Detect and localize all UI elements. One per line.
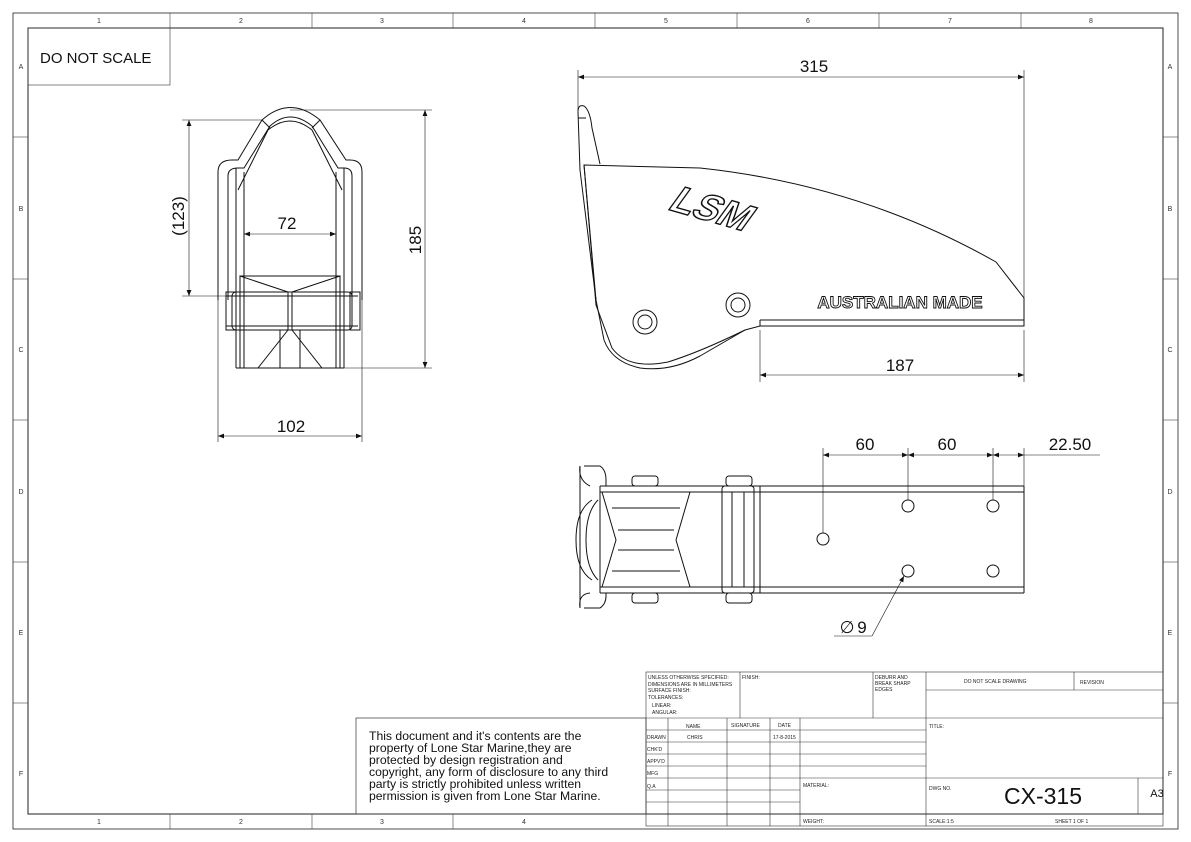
do-not-scale-stamp: DO NOT SCALE bbox=[27, 27, 171, 86]
front-view-dim-labels: 185 (123) 72 102 bbox=[169, 196, 425, 436]
svg-text:DEBURR AND: DEBURR AND bbox=[875, 675, 908, 681]
col-label: 7 bbox=[948, 18, 952, 25]
svg-text:REVISION: REVISION bbox=[1080, 680, 1104, 686]
svg-text:protected by design registrati: protected by design registration and bbox=[369, 753, 563, 767]
svg-text:17-8-2015: 17-8-2015 bbox=[773, 735, 796, 741]
dim-length: 315 bbox=[800, 57, 828, 76]
dim-spacing-1: 60 bbox=[856, 435, 875, 454]
dim-overall-height: 185 bbox=[406, 226, 425, 254]
col-label: 5 bbox=[664, 18, 668, 25]
svg-text:DRAWN: DRAWN bbox=[647, 735, 666, 741]
svg-text:DATE: DATE bbox=[778, 723, 792, 729]
dim-hole-dia: 9 bbox=[857, 618, 866, 637]
svg-text:UNLESS OTHERWISE SPECIFIED:: UNLESS OTHERWISE SPECIFIED: bbox=[648, 675, 729, 681]
sheet-border bbox=[12, 12, 1179, 830]
svg-text:permission is given from Lone: permission is given from Lone Star Marin… bbox=[369, 789, 601, 803]
lsm-logo: LSM bbox=[660, 179, 765, 239]
svg-text:DO NOT SCALE DRAWING: DO NOT SCALE DRAWING bbox=[964, 679, 1027, 685]
dim-ref-height: (123) bbox=[169, 196, 188, 236]
svg-text:LSM: LSM bbox=[661, 180, 765, 239]
title-block bbox=[645, 671, 1164, 827]
svg-text:property of Lone Star Marine,t: property of Lone Star Marine,they are bbox=[369, 741, 572, 755]
row-label: D bbox=[1167, 489, 1172, 496]
row-label: F bbox=[1168, 771, 1172, 778]
svg-text:DO NOT SCALE: DO NOT SCALE bbox=[40, 50, 151, 67]
row-label: E bbox=[1168, 630, 1173, 637]
svg-text:EDGES: EDGES bbox=[875, 687, 893, 693]
top-view-dim-labels: 60 60 22.50 ∅ 9 bbox=[840, 435, 1092, 637]
svg-text:APPV'D: APPV'D bbox=[647, 759, 665, 765]
svg-text:Q.A: Q.A bbox=[647, 784, 656, 790]
svg-text:copyright, any form of disclos: copyright, any form of disclosure to any… bbox=[369, 765, 608, 779]
svg-text:SURFACE FINISH:: SURFACE FINISH: bbox=[648, 688, 691, 694]
svg-text:BREAK SHARP: BREAK SHARP bbox=[875, 681, 911, 687]
svg-text:SIGNATURE: SIGNATURE bbox=[731, 723, 760, 729]
zone-ticks bbox=[13, 13, 1178, 829]
svg-text:WEIGHT:: WEIGHT: bbox=[803, 819, 824, 825]
sheet-size: A3 bbox=[1150, 788, 1163, 800]
svg-text:DWG NO.: DWG NO. bbox=[929, 786, 952, 792]
col-label: 2 bbox=[239, 819, 243, 826]
col-label: 1 bbox=[97, 819, 101, 826]
svg-text:SHEET 1 OF 1: SHEET 1 OF 1 bbox=[1055, 819, 1088, 825]
col-label: 4 bbox=[522, 18, 526, 25]
front-view-dimensions bbox=[182, 109, 432, 442]
row-label: A bbox=[19, 64, 24, 71]
svg-text:FINISH:: FINISH: bbox=[742, 675, 760, 681]
svg-text:TITLE:: TITLE: bbox=[929, 724, 944, 730]
svg-text:SCALE:1:5: SCALE:1:5 bbox=[929, 819, 954, 825]
col-label: 8 bbox=[1089, 18, 1093, 25]
drawing-number: CX-315 bbox=[1004, 783, 1082, 809]
dim-inner-width: 72 bbox=[278, 214, 297, 233]
dim-end-offset: 22.50 bbox=[1049, 435, 1092, 454]
svg-text:MFG: MFG bbox=[647, 771, 658, 777]
row-label: B bbox=[19, 206, 24, 213]
side-view-dim-labels: 315 187 bbox=[800, 57, 914, 375]
side-view bbox=[577, 105, 1025, 370]
title-block-text: UNLESS OTHERWISE SPECIFIED: DIMENSIONS A… bbox=[647, 675, 1104, 825]
row-label: E bbox=[19, 630, 24, 637]
row-label: A bbox=[1168, 64, 1173, 71]
col-label: 3 bbox=[380, 18, 384, 25]
col-label: 1 bbox=[97, 18, 101, 25]
row-label: F bbox=[19, 771, 23, 778]
dim-spacing-2: 60 bbox=[938, 435, 957, 454]
australian-made-text: AUSTRALIAN MADE bbox=[817, 293, 982, 312]
copyright-notice: This document and it's contents are the … bbox=[355, 717, 647, 815]
col-label: 6 bbox=[806, 18, 810, 25]
svg-text:DIMENSIONS ARE IN MILLIMETERS: DIMENSIONS ARE IN MILLIMETERS bbox=[648, 682, 733, 688]
svg-text:TOLERANCES:: TOLERANCES: bbox=[648, 695, 683, 701]
svg-text:This document and it's content: This document and it's contents are the bbox=[369, 729, 582, 743]
svg-text:NAME: NAME bbox=[686, 724, 701, 730]
svg-text:CHRIS: CHRIS bbox=[687, 735, 703, 741]
svg-text:party is strictly prohibited u: party is strictly prohibited unless writ… bbox=[369, 777, 581, 791]
row-label: C bbox=[18, 347, 23, 354]
top-view-dimensions bbox=[822, 448, 1100, 637]
col-label: 4 bbox=[522, 819, 526, 826]
svg-text:CHK'D: CHK'D bbox=[647, 747, 663, 753]
front-view bbox=[217, 107, 363, 369]
row-label: D bbox=[18, 489, 23, 496]
side-view-dimensions bbox=[577, 70, 1025, 382]
col-label: 3 bbox=[380, 819, 384, 826]
row-label: B bbox=[1168, 206, 1173, 213]
row-label: C bbox=[1167, 347, 1172, 354]
top-view bbox=[575, 465, 1025, 609]
dim-base-length: 187 bbox=[886, 356, 914, 375]
dia-symbol: ∅ bbox=[840, 618, 855, 637]
svg-text:MATERIAL:: MATERIAL: bbox=[803, 783, 829, 789]
zone-labels: 1 2 3 4 5 6 7 8 1 2 3 4 A B C D E F A B … bbox=[18, 18, 1172, 826]
svg-text:LINEAR:: LINEAR: bbox=[652, 703, 671, 709]
col-label: 2 bbox=[239, 18, 243, 25]
svg-text:ANGULAR:: ANGULAR: bbox=[652, 710, 678, 716]
dim-overall-width: 102 bbox=[277, 417, 305, 436]
